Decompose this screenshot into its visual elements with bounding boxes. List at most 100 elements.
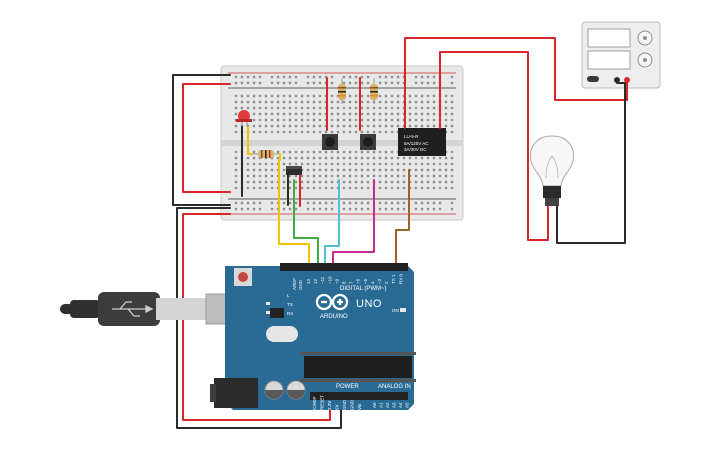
- breadboard-hole: [306, 180, 310, 184]
- breadboard-hole: [234, 112, 238, 116]
- breadboard-hole: [342, 201, 346, 205]
- breadboard-hole: [414, 174, 418, 178]
- wire-magenta: [332, 179, 375, 267]
- breadboard-hole: [234, 130, 238, 134]
- breadboard-hole: [342, 168, 346, 172]
- breadboard-hole: [288, 156, 292, 160]
- breadboard-hole: [366, 75, 370, 79]
- breadboard-hole: [258, 207, 262, 211]
- breadboard-hole: [450, 201, 454, 205]
- breadboard-hole: [420, 106, 424, 110]
- resistor-button-2: [370, 78, 378, 104]
- breadboard-hole: [276, 112, 280, 116]
- breadboard-hole: [234, 162, 238, 166]
- breadboard-hole: [354, 81, 358, 85]
- breadboard-hole: [354, 156, 358, 160]
- breadboard-hole: [294, 106, 298, 110]
- usb-icon: [112, 301, 154, 317]
- breadboard-hole: [348, 150, 352, 154]
- breadboard-hole: [330, 106, 334, 110]
- breadboard-hole: [288, 162, 292, 166]
- breadboard-hole: [240, 81, 244, 85]
- breadboard-hole: [294, 186, 298, 190]
- breadboard-hole: [384, 75, 388, 79]
- breadboard-hole: [450, 118, 454, 122]
- breadboard-hole: [378, 124, 382, 128]
- breadboard-hole: [354, 112, 358, 116]
- breadboard-hole: [288, 174, 292, 178]
- breadboard-hole: [246, 207, 250, 211]
- breadboard-hole: [288, 94, 292, 98]
- wire-yellow-pin13: [278, 153, 310, 267]
- breadboard-hole: [252, 207, 256, 211]
- breadboard-hole: [318, 201, 322, 205]
- breadboard-hole: [246, 174, 250, 178]
- breadboard-hole: [258, 124, 262, 128]
- transistor: [286, 166, 302, 175]
- breadboard-hole: [234, 150, 238, 154]
- breadboard-hole: [300, 156, 304, 160]
- breadboard-hole: [378, 94, 382, 98]
- breadboard-hole: [324, 207, 328, 211]
- breadboard-hole: [414, 112, 418, 116]
- breadboard-hole: [420, 124, 424, 128]
- breadboard-hole: [402, 207, 406, 211]
- breadboard-hole: [396, 207, 400, 211]
- breadboard-hole: [294, 150, 298, 154]
- breadboard-hole: [282, 186, 286, 190]
- breadboard-hole: [450, 207, 454, 211]
- breadboard-hole: [396, 124, 400, 128]
- breadboard-hole: [312, 94, 316, 98]
- breadboard-hole: [336, 174, 340, 178]
- breadboard-hole: [282, 118, 286, 122]
- breadboard-hole: [264, 168, 268, 172]
- breadboard-hole: [258, 75, 262, 79]
- digital-pin-label: 4: [370, 281, 375, 284]
- breadboard-hole: [270, 186, 274, 190]
- breadboard-hole: [390, 100, 394, 104]
- breadboard-hole: [366, 81, 370, 85]
- breadboard-hole: [432, 106, 436, 110]
- breadboard-hole: [354, 106, 358, 110]
- breadboard-hole: [264, 130, 268, 134]
- breadboard-hole: [264, 186, 268, 190]
- digital-pin-label: ~10: [327, 276, 332, 284]
- analog-pin-label: A3: [392, 402, 397, 408]
- breadboard-hole: [294, 201, 298, 205]
- breadboard-hole: [330, 118, 334, 122]
- digital-pin-label: ~3: [377, 278, 382, 284]
- breadboard-hole: [324, 180, 328, 184]
- arduino-board: ARDUINO UNO DIGITAL (PWM~) POWER ANALOG …: [210, 263, 416, 410]
- breadboard-hole: [240, 100, 244, 104]
- breadboard-hole: [276, 75, 280, 79]
- breadboard-hole: [240, 94, 244, 98]
- breadboard-hole: [312, 130, 316, 134]
- breadboard-hole: [348, 124, 352, 128]
- breadboard-hole: [366, 130, 370, 134]
- breadboard-hole: [288, 100, 292, 104]
- breadboard-hole: [312, 81, 316, 85]
- breadboard-hole: [324, 75, 328, 79]
- breadboard-hole: [282, 100, 286, 104]
- breadboard-hole: [312, 124, 316, 128]
- breadboard-hole: [312, 100, 316, 104]
- breadboard-hole: [342, 81, 346, 85]
- breadboard-hole: [366, 150, 370, 154]
- breadboard-hole: [402, 168, 406, 172]
- on-label: ON: [392, 308, 399, 313]
- wire-cyan: [324, 179, 340, 267]
- breadboard-hole: [282, 156, 286, 160]
- breadboard-hole: [378, 106, 382, 110]
- breadboard-hole: [270, 100, 274, 104]
- breadboard-hole: [372, 124, 376, 128]
- breadboard-hole: [330, 168, 334, 172]
- breadboard-hole: [420, 118, 424, 122]
- breadboard-hole: [438, 201, 442, 205]
- breadboard-hole: [288, 186, 292, 190]
- breadboard-hole: [270, 124, 274, 128]
- breadboard-hole: [390, 118, 394, 122]
- breadboard-hole: [342, 75, 346, 79]
- breadboard-hole: [312, 112, 316, 116]
- breadboard-hole: [378, 75, 382, 79]
